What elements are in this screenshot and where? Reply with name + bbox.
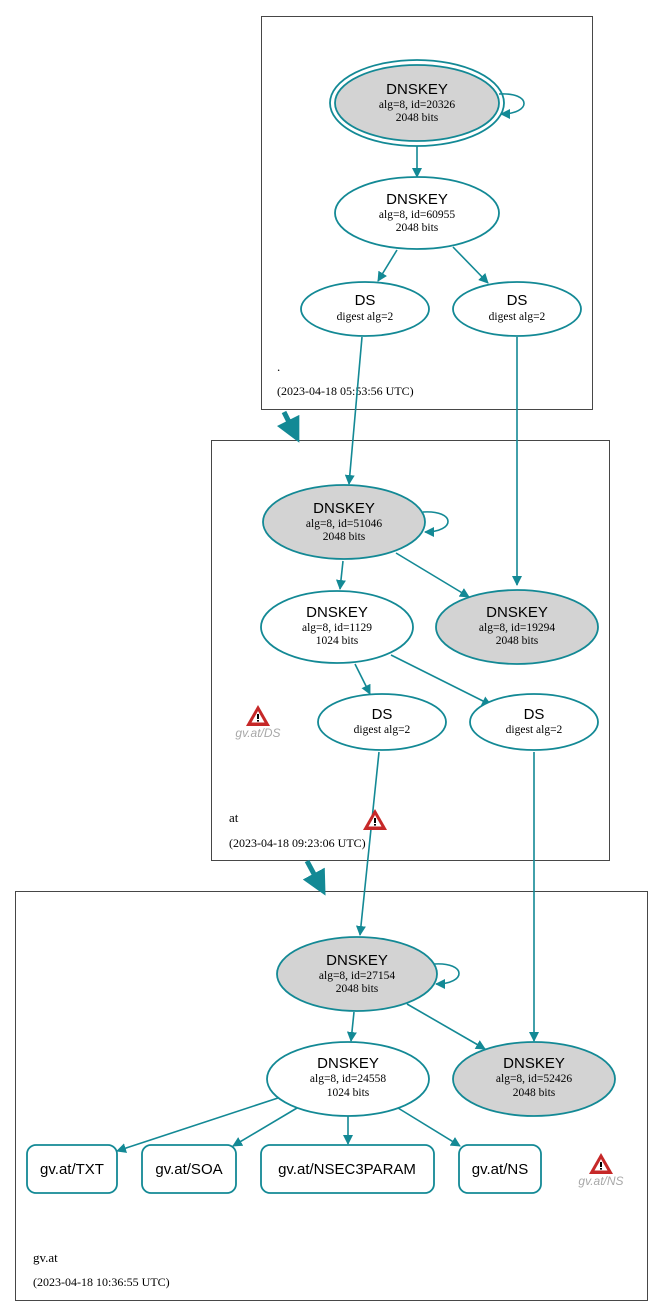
node-key-size: 2048 bits — [336, 983, 379, 995]
dnskey-node-gv-ksk[interactable]: DNSKEY alg=8, id=27154 2048 bits — [276, 936, 438, 1012]
edge-at-ksk-zsk — [335, 560, 346, 590]
node-title: DNSKEY — [313, 500, 375, 517]
node-title: DNSKEY — [306, 604, 368, 621]
rrset-soa[interactable]: gv.at/SOA — [141, 1144, 237, 1194]
delegation-arrow-at-gvat — [302, 859, 326, 896]
zone-at-box — [211, 440, 610, 861]
dnskey-node-at-ksk2[interactable]: DNSKEY alg=8, id=19294 2048 bits — [435, 589, 599, 665]
zone-root-box — [261, 16, 593, 410]
node-title: DNSKEY — [486, 604, 548, 621]
edge-gv-ksk-zsk — [346, 1011, 357, 1042]
edge-gv-ksk-self — [433, 963, 460, 989]
dnskey-node-gv-zsk[interactable]: DNSKEY alg=8, id=24558 1024 bits — [266, 1041, 430, 1117]
zone-gvat-box — [15, 891, 648, 1301]
rrset-ns[interactable]: gv.at/NS — [458, 1144, 542, 1194]
dnskey-node-root-ksk[interactable]: DNSKEY alg=8, id=20326 2048 bits — [329, 59, 505, 147]
edge-at-ksk-ksk2 — [395, 552, 470, 598]
edge-gv-ksk-ksk2 — [406, 1003, 486, 1050]
zone-root-date: (2023-04-18 05:53:56 UTC) — [277, 384, 414, 398]
rrset-txt[interactable]: gv.at/TXT — [26, 1144, 118, 1194]
node-key-id: alg=8, id=24558 — [310, 1073, 386, 1085]
node-key-id: alg=8, id=52426 — [496, 1073, 572, 1085]
warning-label: gv.at/DS — [235, 726, 280, 740]
dnskey-node-gv-ksk2[interactable]: DNSKEY alg=8, id=52426 2048 bits — [452, 1041, 616, 1117]
edge-root-zsk-ds1 — [377, 249, 398, 282]
node-title: DS — [355, 292, 376, 309]
dnskey-node-root-zsk[interactable]: DNSKEY alg=8, id=60955 2048 bits — [334, 176, 500, 250]
zone-gvat-date: (2023-04-18 10:36:55 UTC) — [33, 1275, 170, 1289]
rrset-label: gv.at/NS — [472, 1161, 528, 1178]
warning-at-delegation[interactable] — [363, 809, 387, 830]
edge-at-ksk-self — [422, 511, 449, 537]
node-key-size: 2048 bits — [396, 112, 439, 124]
rrset-label: gv.at/SOA — [155, 1161, 222, 1178]
zone-gvat-name: gv.at — [33, 1250, 58, 1265]
edge-root-ksk-self — [498, 93, 525, 119]
rrset-label: gv.at/NSEC3PARAM — [278, 1161, 416, 1178]
edge-at-ds1-gv-ksk — [355, 751, 380, 936]
node-key-size: 2048 bits — [496, 635, 539, 647]
ds-node-at-2[interactable]: DS digest alg=2 — [469, 693, 599, 751]
warning-icon — [363, 809, 387, 830]
edge-gv-zsk-txt — [116, 1097, 279, 1153]
node-key-id: alg=8, id=1129 — [302, 622, 372, 634]
node-key-size: 2048 bits — [396, 222, 439, 234]
node-title: DNSKEY — [326, 952, 388, 969]
delegation-arrow-root-at — [276, 410, 300, 443]
zone-root: . (2023-04-18 05:53:56 UTC) — [261, 16, 593, 410]
edge-at-zsk-ds2 — [390, 654, 492, 706]
node-key-size: 2048 bits — [513, 1087, 556, 1099]
node-digest: digest alg=2 — [337, 311, 394, 323]
node-digest: digest alg=2 — [354, 724, 411, 736]
ds-node-root-2[interactable]: DS digest alg=2 — [452, 281, 582, 337]
node-key-size: 1024 bits — [327, 1087, 370, 1099]
node-digest: digest alg=2 — [489, 311, 546, 323]
edge-root-ds1-at-ksk — [344, 336, 363, 485]
node-key-id: alg=8, id=27154 — [319, 970, 395, 982]
ds-node-root-1[interactable]: DS digest alg=2 — [300, 281, 430, 337]
node-key-id: alg=8, id=60955 — [379, 209, 455, 221]
warning-gv-ns[interactable]: gv.at/NS — [578, 1153, 624, 1188]
warning-icon — [589, 1153, 613, 1174]
zone-at-name: at — [229, 810, 239, 825]
edge-gv-zsk-soa — [232, 1107, 298, 1147]
node-key-id: alg=8, id=51046 — [306, 518, 382, 530]
node-key-id: alg=8, id=19294 — [479, 622, 555, 634]
zone-gvat: gv.at (2023-04-18 10:36:55 UTC) — [15, 891, 648, 1301]
node-title: DS — [372, 706, 393, 723]
warning-at-ds[interactable]: gv.at/DS — [235, 705, 281, 740]
zone-root-name: . — [277, 359, 280, 374]
node-title: DS — [507, 292, 528, 309]
node-title: DS — [524, 706, 545, 723]
dnskey-node-at-ksk[interactable]: DNSKEY alg=8, id=51046 2048 bits — [262, 484, 426, 560]
node-title: DNSKEY — [386, 191, 448, 208]
edge-at-zsk-ds1 — [354, 663, 371, 695]
warning-icon — [246, 705, 270, 726]
node-title: DNSKEY — [503, 1055, 565, 1072]
ds-node-at-1[interactable]: DS digest alg=2 — [317, 693, 447, 751]
node-key-size: 2048 bits — [323, 531, 366, 543]
edge-root-zsk-ds2 — [452, 246, 489, 284]
node-key-size: 1024 bits — [316, 635, 359, 647]
zone-at: at (2023-04-18 09:23:06 UTC) — [211, 440, 610, 861]
warning-label: gv.at/NS — [578, 1174, 623, 1188]
zone-at-date: (2023-04-18 09:23:06 UTC) — [229, 836, 366, 850]
node-title: DNSKEY — [386, 81, 448, 98]
rrset-label: gv.at/TXT — [40, 1161, 104, 1178]
node-key-id: alg=8, id=20326 — [379, 99, 455, 111]
edge-gv-zsk-ns — [397, 1107, 461, 1147]
node-title: DNSKEY — [317, 1055, 379, 1072]
node-digest: digest alg=2 — [506, 724, 563, 736]
rrset-nsec3param[interactable]: gv.at/NSEC3PARAM — [260, 1144, 435, 1194]
dnskey-node-at-zsk[interactable]: DNSKEY alg=8, id=1129 1024 bits — [260, 590, 414, 664]
